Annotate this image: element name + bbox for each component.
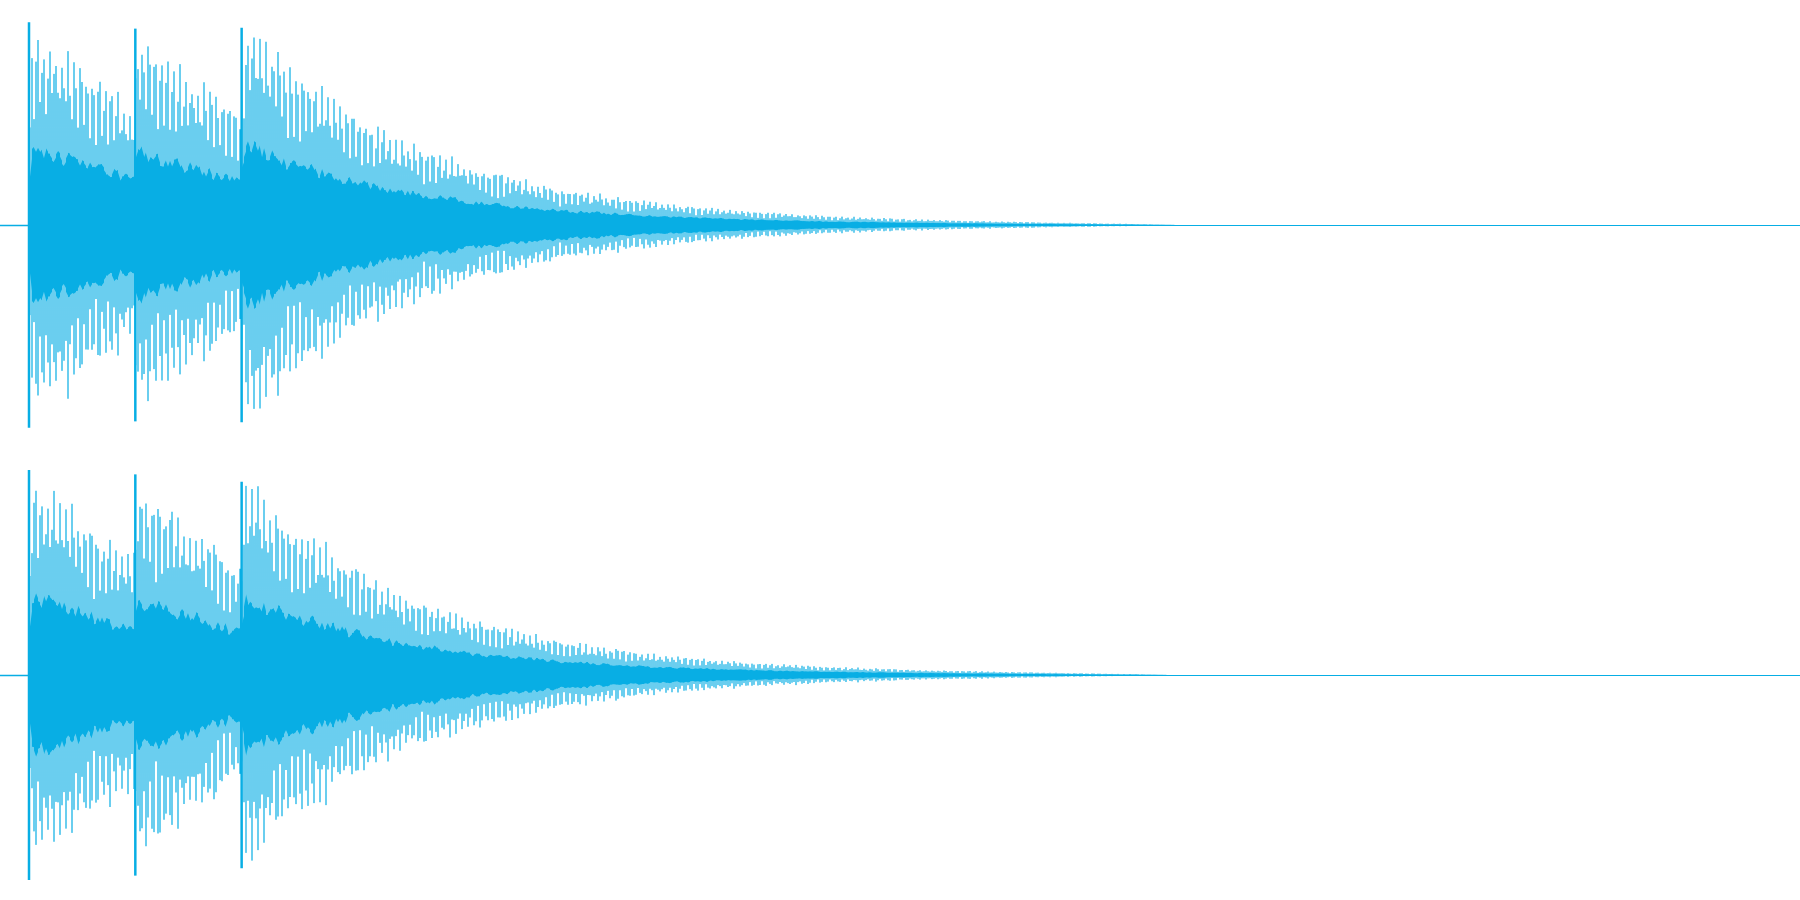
channels-layer: [0, 22, 1800, 880]
channel-2: [0, 470, 1800, 880]
channel-1: [0, 22, 1800, 428]
